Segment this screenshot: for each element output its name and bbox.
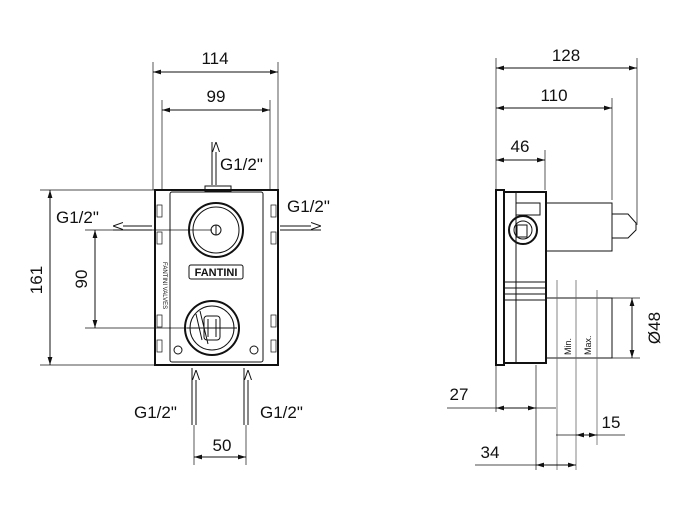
port-bottom-right: G1/2" bbox=[243, 368, 303, 425]
side-brand-label: FANTINI VALVES bbox=[161, 262, 167, 309]
front-view: 114 99 161 90 bbox=[27, 49, 330, 465]
dim-128-label: 128 bbox=[552, 46, 580, 65]
port-bottom-left: G1/2" bbox=[134, 368, 196, 425]
dim-114: 114 bbox=[152, 49, 279, 190]
port-top-label: G1/2" bbox=[220, 155, 263, 174]
dim-15: 15 bbox=[556, 413, 625, 438]
port-top: G1/2" bbox=[211, 142, 263, 185]
dim-46-label: 46 bbox=[511, 137, 530, 156]
dim-15-label: 15 bbox=[602, 413, 621, 432]
dim-161: 161 bbox=[27, 189, 155, 366]
port-left: G1/2" bbox=[56, 208, 152, 231]
screw-hole-right bbox=[249, 345, 259, 355]
dim-27-label: 27 bbox=[450, 385, 469, 404]
port-left-label: G1/2" bbox=[56, 208, 99, 227]
bottom-valve-circle bbox=[184, 300, 240, 356]
dim-110-label: 110 bbox=[540, 86, 567, 105]
dim-161-label: 161 bbox=[27, 266, 46, 294]
dim-diameter: Ø48 bbox=[629, 298, 664, 358]
dim-99-label: 99 bbox=[207, 87, 226, 106]
dim-99: 99 bbox=[161, 87, 271, 190]
dim-90-label: 90 bbox=[72, 270, 91, 289]
side-view: 128 110 46 bbox=[447, 46, 664, 470]
port-bottom-right-label: G1/2" bbox=[260, 403, 303, 422]
port-right-label: G1/2" bbox=[287, 197, 330, 216]
port-bottom-left-label: G1/2" bbox=[134, 403, 177, 422]
brand-badge: FANTINI bbox=[188, 264, 244, 280]
dim-50: 50 bbox=[193, 425, 247, 465]
dim-50-label: 50 bbox=[213, 436, 232, 455]
valve-body-side: Min. Max. bbox=[495, 189, 640, 470]
port-right: G1/2" bbox=[280, 197, 330, 231]
dim-diameter-label: Ø48 bbox=[645, 312, 664, 344]
dim-110: 110 bbox=[496, 86, 613, 200]
dim-46: 46 bbox=[496, 137, 546, 190]
min-label: Min. bbox=[563, 338, 573, 355]
dim-34-label: 34 bbox=[481, 443, 500, 462]
dim-34: 34 bbox=[475, 412, 576, 470]
screw-hole-left bbox=[173, 345, 183, 355]
brand-label: FANTINI bbox=[195, 267, 238, 279]
dim-27: 27 bbox=[447, 385, 556, 411]
dim-114-label: 114 bbox=[201, 49, 228, 68]
max-label: Max. bbox=[583, 335, 593, 355]
dim-128: 128 bbox=[495, 46, 638, 225]
top-valve-circle bbox=[188, 202, 244, 258]
valve-body-front: FANTINI VALVES bbox=[154, 185, 279, 366]
